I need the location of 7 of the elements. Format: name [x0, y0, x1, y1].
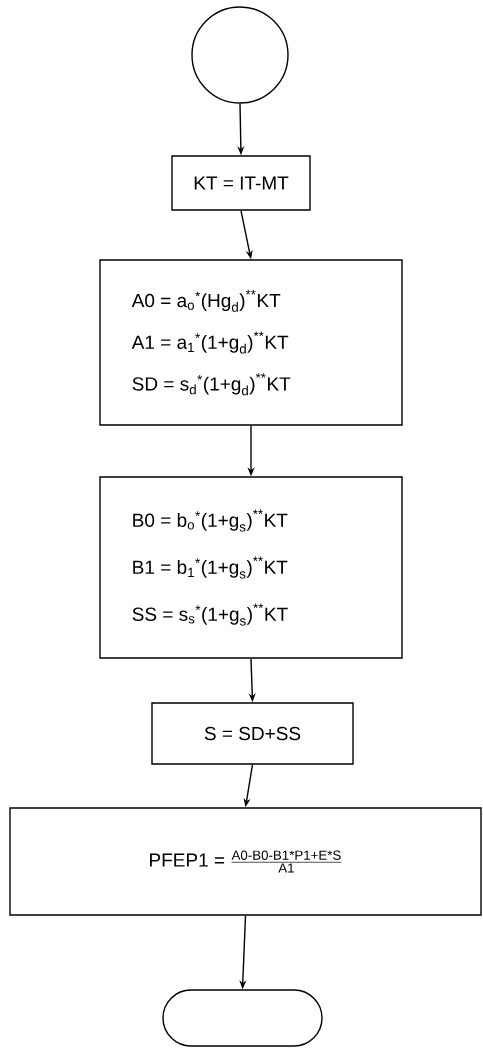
end-terminal	[162, 989, 323, 1047]
process-box: KT = IT-MT	[171, 155, 311, 211]
process-box: $\text{A0 = a}_{\text{o}}{}^{\text{*}}\text{(Hg}_{\text{d}}\text{)}^{\text{**}}\text{KT}$ $\text{A1 = a}_{\text{1}}{}^{\text{*}}\text{(1+g}_{\text{d}}\text{)}^{\text{**}}\text{KT}$ $\text{SD = s}_{\text{d}}{}^{\text{*}}\text{(1+g}_{\text{d}}\text{)}^{\text{**}}\text{KT}$	[99, 259, 403, 426]
start-circle	[191, 6, 289, 104]
process-box: $\text{B0 = b}_{\text{o}}{}^{\text{*}}\text{(1+g}_{\text{s}}\text{)}^{\text{**}}\text{KT}$ $\text{B1 = b}_{\text{1}}{}^{\text{*}}\text{(1+g}_{\text{s}}\text{)}^{\text{**}}\text{KT}$ $\text{SS = s}_{\text{s}}{}^{\text{*}}\text{(1+g}_{\text{s}}\text{)}^{\text{**}}\text{KT}$	[99, 476, 403, 659]
process-box: S = SD+SS	[151, 702, 354, 765]
process-box: $\text{PFEP1 = }\frac{\text{A0-B0-B1*P1+E*S}}{\text{A1}}$	[9, 807, 482, 916]
